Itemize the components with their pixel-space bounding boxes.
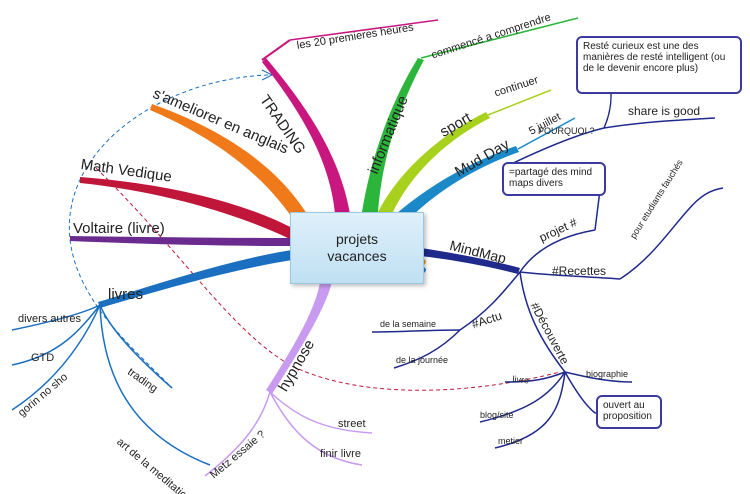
- livres-children-lines: [11, 304, 211, 466]
- central-topic-text: projets vacances: [291, 231, 423, 265]
- branch-informatique-child-line: [420, 17, 579, 59]
- branch-voltaire-label[interactable]: Voltaire (livre): [73, 220, 165, 237]
- relation-arrow-head-trading: [261, 69, 274, 81]
- branch-informatique-shape: [362, 58, 424, 212]
- branch-trading-shape: [262, 58, 350, 214]
- note-partage[interactable]: =partagé des mind maps divers: [502, 162, 606, 196]
- livres-child-label[interactable]: divers autres: [18, 313, 81, 325]
- branch-sport-child-line: [487, 89, 552, 116]
- branch-trading-underline: [261, 39, 291, 61]
- central-topic-line2: vacances: [327, 248, 387, 264]
- branch-mudday-shape: [396, 146, 519, 220]
- branch-livres-label[interactable]: livres: [108, 286, 144, 303]
- mindmap-decouverte-child-label[interactable]: livre: [512, 374, 530, 386]
- mindmap-actu-child-label[interactable]: de la journée: [396, 355, 449, 365]
- mindmap-recettes-label[interactable]: #Recettes: [552, 264, 607, 278]
- note-ouvert[interactable]: ouvert au proposition: [596, 395, 662, 429]
- mindmap-children-lines: [371, 81, 724, 449]
- hypnose-children-lines: [204, 391, 373, 477]
- mindmap-actu-child-label[interactable]: de la semaine: [380, 319, 437, 329]
- central-topic[interactable]: projets vacances: [290, 212, 424, 284]
- mindmap-decouverte-child-label[interactable]: blog/site: [480, 410, 514, 420]
- branch-sport-shape: [378, 112, 490, 214]
- mindmap-pourquoi-label[interactable]: POURQUOI ?: [538, 126, 595, 136]
- livres-child-label[interactable]: GTD: [31, 352, 55, 364]
- branch-mudday-child-line: [517, 117, 576, 150]
- branch-voltaire-shape: [70, 236, 291, 246]
- mindmap-decouverte-child-label[interactable]: biographie: [586, 369, 629, 379]
- branch-livres-shape: [98, 250, 292, 308]
- hypnose-child-label[interactable]: finir livre: [320, 448, 361, 460]
- relation-math-decouverte: [95, 167, 561, 391]
- mindmap-decouverte-child-label[interactable]: metier: [498, 436, 524, 446]
- hypnose-child-label[interactable]: street: [338, 418, 366, 430]
- branch-hypnose-shape: [266, 282, 332, 394]
- branch-math-shape: [80, 177, 296, 240]
- mindmap-share-label[interactable]: share is good: [628, 104, 701, 118]
- note-curieux[interactable]: Resté curieux est une des manières de re…: [576, 36, 742, 94]
- central-topic-line1: projets: [335, 231, 379, 247]
- branch-mindmap-shape: [420, 248, 520, 274]
- relation-trading-livres: [68, 74, 269, 389]
- branch-trading-child-line: [289, 19, 439, 41]
